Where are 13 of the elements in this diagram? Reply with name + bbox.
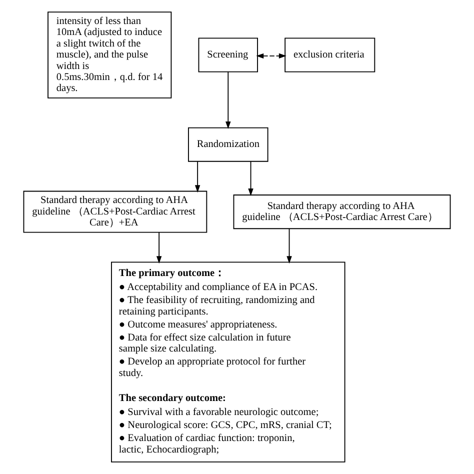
node-box: Standard therapy according to AHA guideline （ACLS+Post-Cardiac Arrest Care） [233, 194, 451, 230]
node-box: Screening [198, 38, 258, 72]
node-box: intensity of less than 10mA (adjusted to induce a slight twitch of the muscle), and the pulse width is 0.5ms.30min，q.d. for 14 days. [48, 12, 172, 98]
arrow [248, 161, 254, 196]
arrow [286, 228, 292, 264]
arrow [226, 71, 231, 129]
node-box: Randomization [188, 127, 268, 162]
arrow [256, 53, 286, 59]
node-box: The primary outcome： ● Acceptability and compliance of EA in PCAS. ● The feasibility of recruiting, randomizing and retaining participants. ● Outcome measures' appropriateness. ● Data for effect size calculation in future sample size calculating. ● Develop an appropriate protocol for further study. The secondary outcome: ● Survival with a favorable neurologic outcome; ● Neurological score: GCS, CPC, mRS, cranial CT; ● Evaluation of cardiac function: troponin, lactic, Echocardiograph; [111, 262, 346, 462]
node-box: exclusion criteria [284, 38, 376, 72]
arrow [156, 232, 162, 264]
arrow [194, 161, 200, 193]
node-box: Standard therapy according to AHA guideline （ACLS+Post-Cardiac Arrest Care）+EA [23, 190, 208, 233]
